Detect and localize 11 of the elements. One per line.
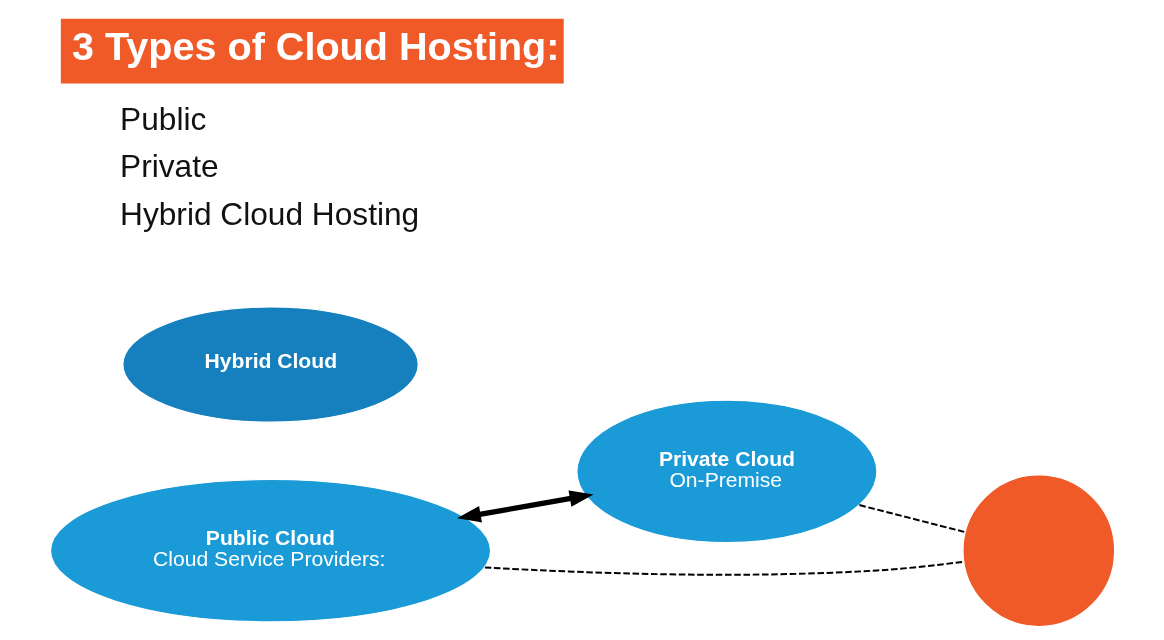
diagram-title: 3 Types of Cloud Hosting:: [71, 24, 559, 69]
label: Public: [119, 100, 206, 137]
connector: [483, 560, 964, 576]
node-ellipse: Hybrid Cloud: [121, 306, 419, 423]
label: Private: [119, 148, 219, 185]
connector: [857, 504, 966, 534]
arrow: [456, 490, 593, 523]
node-ellipse: Public Cloud Cloud Service Providers:: [49, 478, 491, 623]
node-ellipse: Private Cloud On-Premise: [575, 399, 878, 544]
label: Hybrid Cloud Hosting: [119, 195, 419, 232]
node-circle: [961, 474, 1115, 628]
